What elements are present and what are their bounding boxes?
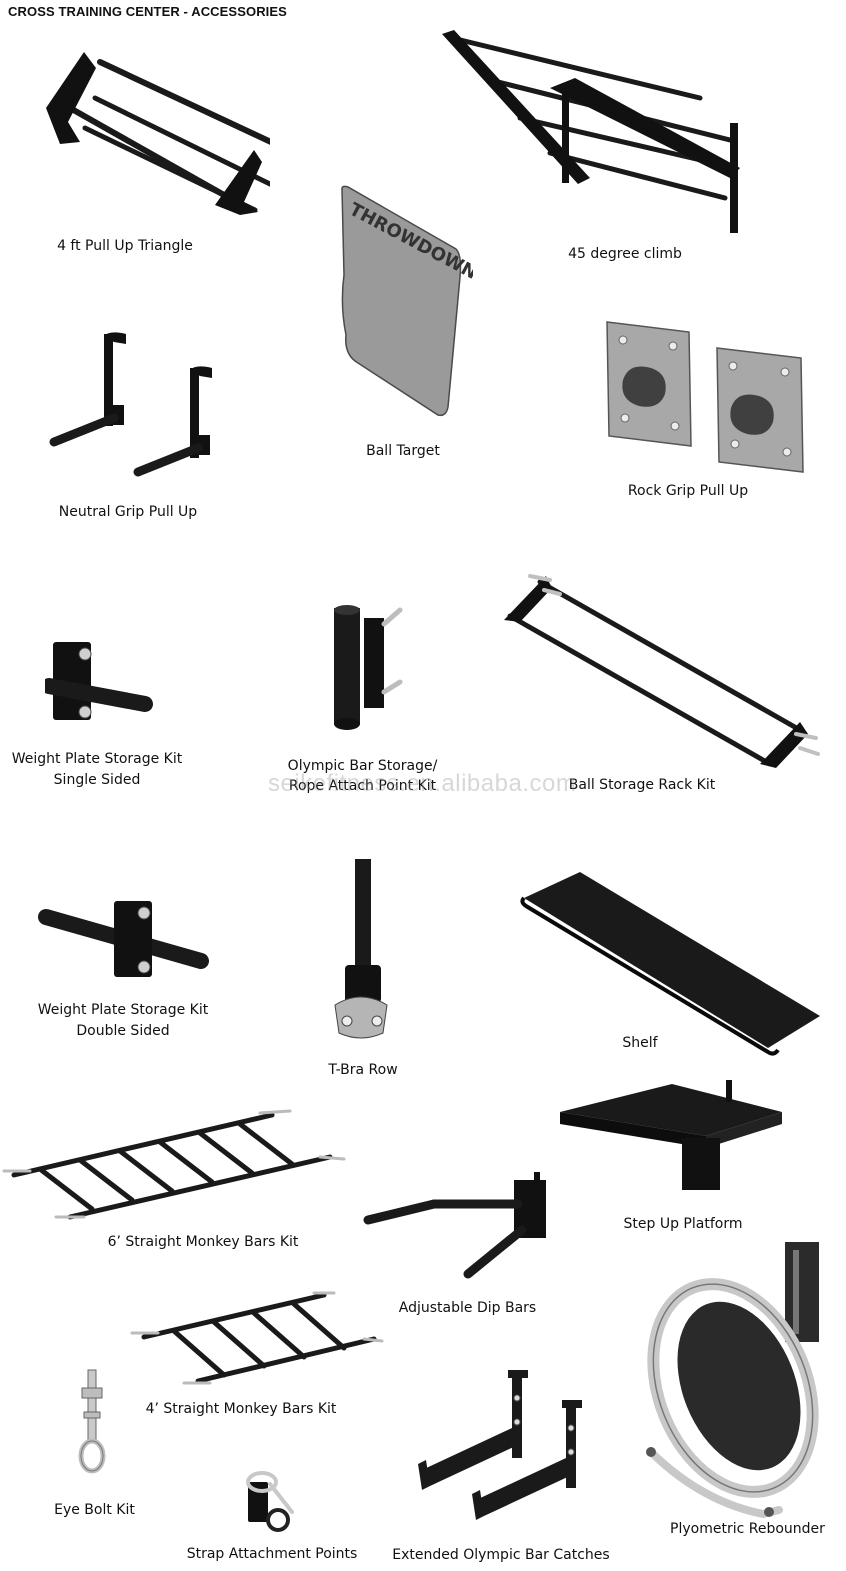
plate-double-label-2: Double Sided (76, 1023, 170, 1039)
degree-climb-label: 45 degree climb (568, 246, 682, 262)
ball-storage-rack-icon (504, 574, 820, 768)
strap-points-label: Strap Attachment Points (186, 1546, 358, 1562)
olympic-catches-label: Extended Olympic Bar Catches (392, 1547, 610, 1563)
page-title: CROSS TRAINING CENTER - ACCESSORIES (8, 4, 287, 19)
plyometric-rebounder-icon (646, 1242, 819, 1519)
olympic-bar-storage-icon (334, 605, 403, 730)
shelf-label: Shelf (622, 1035, 658, 1051)
monkey-bars-6-icon (2, 1109, 346, 1220)
step-up-platform-icon (560, 1080, 782, 1190)
ball-target-icon: THROWDOWN (341, 185, 473, 417)
plate-double-label-1: Weight Plate Storage Kit (37, 1002, 209, 1018)
monkey-4-label: 4’ Straight Monkey Bars Kit (145, 1401, 337, 1417)
plate-storage-double-icon (38, 901, 209, 977)
dip-bars-icon (363, 1172, 546, 1279)
climb-frame-icon (442, 30, 740, 233)
watermark: seikefitness.en.alibaba.com (268, 770, 577, 797)
dip-bars-label: Adjustable Dip Bars (398, 1300, 537, 1316)
neutral-grip-label: Neutral Grip Pull Up (58, 504, 198, 520)
t-bar-row-icon (334, 859, 388, 1039)
strap-attachment-icon (246, 1471, 294, 1532)
eye-bolt-icon (78, 1369, 106, 1474)
bar-catches-icon (418, 1370, 582, 1520)
tbar-row-label: T-Bra Row (328, 1062, 398, 1078)
eye-bolt-label: Eye Bolt Kit (54, 1502, 135, 1518)
pull-up-triangle-label: 4 ft Pull Up Triangle (57, 238, 193, 254)
neutral-grip-icon (49, 332, 212, 477)
plate-single-label-2: Single Sided (53, 772, 141, 788)
rock-grip-label: Rock Grip Pull Up (627, 483, 749, 499)
ball-rack-label: Ball Storage Rack Kit (568, 777, 716, 793)
monkey-bars-4-icon (130, 1291, 384, 1385)
step-up-label: Step Up Platform (623, 1216, 743, 1232)
pull-up-triangle-icon (46, 52, 270, 215)
shelf-icon (520, 872, 820, 1056)
monkey-6-label: 6’ Straight Monkey Bars Kit (107, 1234, 299, 1250)
rebounder-label: Plyometric Rebounder (670, 1521, 825, 1537)
olympic-storage-label-1: Olympic Bar Storage/ (287, 758, 438, 774)
ball-target-label: Ball Target (366, 443, 440, 459)
plate-single-label-1: Weight Plate Storage Kit (11, 751, 183, 767)
plate-storage-single-icon (45, 642, 153, 720)
rock-grip-icon (606, 321, 804, 473)
olympic-storage-label-2: Rope Attach Point Kit (288, 778, 437, 794)
